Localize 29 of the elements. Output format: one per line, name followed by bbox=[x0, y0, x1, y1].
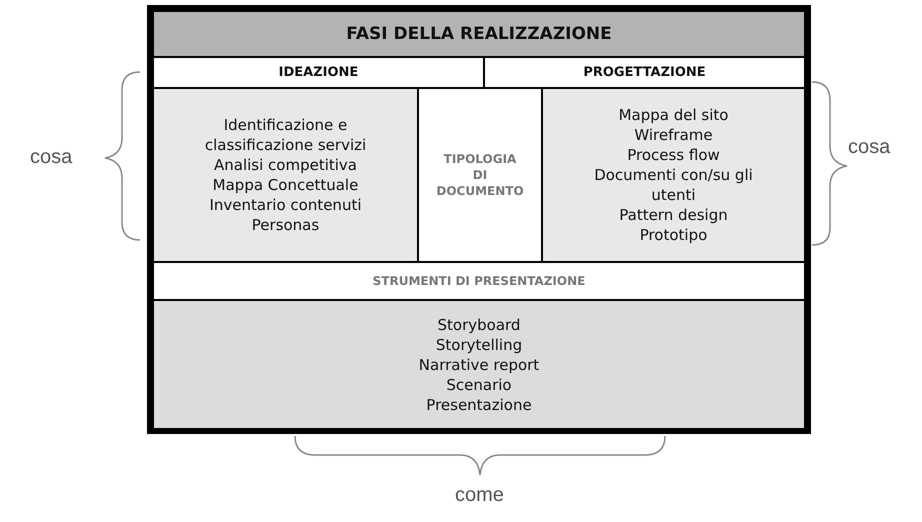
list-item: Storytelling bbox=[436, 334, 522, 354]
section-header: STRUMENTI DI PRESENTAZIONE bbox=[372, 273, 586, 289]
column-header: IDEAZIONE bbox=[278, 64, 358, 82]
list-item: Presentazione bbox=[426, 394, 532, 414]
table-cell bbox=[152, 261, 806, 301]
column-header: PROGETTAZIONE bbox=[583, 64, 706, 82]
list-item: Inventario contenuti bbox=[210, 195, 362, 215]
brace-label: come bbox=[455, 484, 504, 507]
table-cell bbox=[152, 299, 806, 430]
brace-label: cosa bbox=[848, 136, 890, 159]
list-item: Process flow bbox=[627, 145, 720, 165]
list-item: Prototipo bbox=[640, 225, 708, 245]
table-cell bbox=[152, 87, 419, 263]
table-cell bbox=[152, 10, 806, 58]
list-item: Narrative report bbox=[418, 354, 540, 374]
section-header: TIPOLOGIA DI DOCUMENTO bbox=[435, 151, 525, 199]
table-cell bbox=[541, 87, 806, 263]
list-item: Storyboard bbox=[438, 314, 520, 334]
brace-label: cosa bbox=[30, 146, 72, 169]
list-item: Scenario bbox=[446, 374, 512, 394]
list-item: Analisi competitiva bbox=[214, 155, 357, 175]
list-item: Identificazione e classificazione servizi bbox=[204, 115, 368, 155]
list-item: Documenti con/su gli utenti bbox=[593, 165, 754, 205]
list-item: Pattern design bbox=[619, 205, 728, 225]
list-item: Personas bbox=[252, 215, 320, 235]
table-title: FASI DELLA REALIZZAZIONE bbox=[346, 24, 612, 44]
list-item: Wireframe bbox=[634, 125, 713, 145]
list-item: Mappa del sito bbox=[618, 105, 728, 125]
list-item: Mappa Concettuale bbox=[212, 175, 358, 195]
